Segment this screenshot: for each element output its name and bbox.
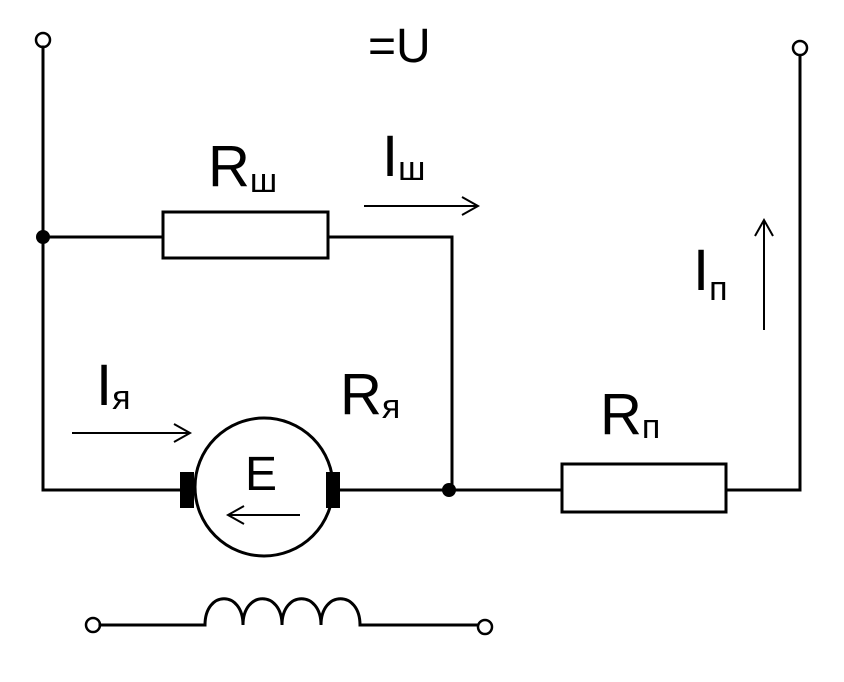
right-junction-node: [442, 483, 456, 497]
coil-terminal-right: [476, 618, 494, 636]
coil-terminal-left: [84, 616, 102, 634]
right-wire: [724, 53, 802, 492]
armature-resistance-label: Rя: [340, 362, 400, 427]
field-winding-coil: [98, 597, 480, 627]
shunt-resistor-label: Rш: [208, 134, 277, 200]
right-supply-terminal: [791, 39, 809, 57]
start-resistor: [560, 462, 728, 514]
start-resistor-label: Rп: [600, 382, 660, 447]
shunt-current-arrow: [364, 196, 481, 216]
armature-brush-left: [180, 472, 194, 508]
emf-label: E: [245, 448, 277, 501]
start-current-label: Iп: [693, 238, 728, 308]
emf-direction-arrow: [225, 505, 300, 525]
shunt-branch-wire: [41, 235, 454, 492]
start-current-arrow: [754, 217, 774, 330]
supply-voltage-label: =U: [368, 20, 431, 73]
shunt-current-label: Iш: [382, 124, 425, 189]
armature-current-label: Iя: [96, 353, 131, 418]
armature-brush-right: [326, 472, 340, 508]
left-supply-terminal: [34, 31, 52, 49]
shunt-resistor: [161, 210, 330, 260]
left-vertical-wire: [41, 45, 182, 492]
armature-current-arrow: [72, 423, 193, 443]
